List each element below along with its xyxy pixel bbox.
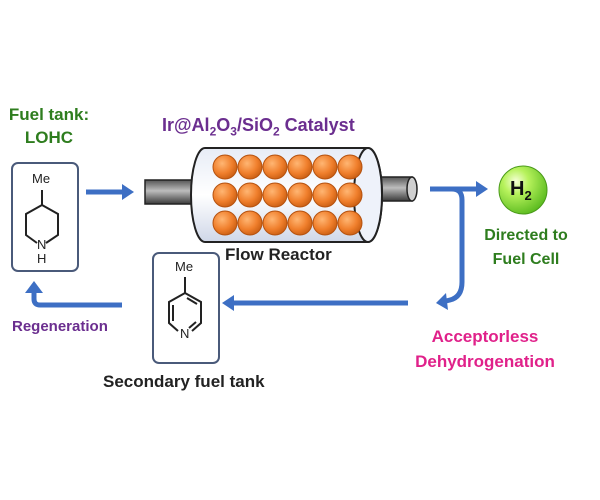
flow-reactor-label: Flow Reactor <box>225 245 332 264</box>
h2-sub: 2 <box>524 188 532 203</box>
catalyst-mid1: O <box>216 115 231 135</box>
catalyst-bead <box>337 210 363 236</box>
regeneration-label: Regeneration <box>12 318 108 335</box>
catalyst-sub3: 2 <box>272 124 280 139</box>
fuel-tank-line1: Fuel tank: <box>8 105 90 124</box>
return-arrow <box>222 295 408 311</box>
directed-label: Directed to Fuel Cell <box>470 228 582 268</box>
flow-reactor <box>144 147 418 243</box>
catalyst-sub1: 2 <box>209 124 217 139</box>
secondary-tank-label: Secondary fuel tank <box>103 372 265 391</box>
catalyst-beads <box>212 154 363 236</box>
regeneration-arrow <box>25 281 122 308</box>
acceptorless-line2: Dehydrogenation <box>415 352 555 371</box>
catalyst-sub2: 3 <box>230 124 237 139</box>
catalyst-bead <box>212 182 238 208</box>
catalyst-bead <box>237 154 263 180</box>
catalyst-bead <box>212 154 238 180</box>
piperidine-molecule <box>11 162 79 272</box>
catalyst-title: Ir@Al2O3/SiO2 Catalyst <box>162 116 355 138</box>
catalyst-bead <box>287 182 313 208</box>
catalyst-bead <box>312 210 338 236</box>
catalyst-bead <box>262 182 288 208</box>
catalyst-bead <box>312 182 338 208</box>
feed-arrow <box>86 184 134 200</box>
acceptorless-line1: Acceptorless <box>431 327 539 346</box>
h2-label: H2 <box>510 179 532 202</box>
catalyst-bead <box>262 154 288 180</box>
pyridine-n-label: N <box>180 326 190 341</box>
pyridine-molecule <box>152 252 220 364</box>
catalyst-bead <box>287 154 313 180</box>
catalyst-bead <box>337 154 363 180</box>
directed-line2: Fuel Cell <box>492 251 560 268</box>
piperidine-n-label: N <box>37 237 47 252</box>
catalyst-bead <box>262 210 288 236</box>
fuel-tank-line2: LOHC <box>24 128 74 147</box>
catalyst-bead <box>212 210 238 236</box>
outlet-arrows <box>430 181 488 310</box>
catalyst-bead <box>237 182 263 208</box>
catalyst-bead <box>337 182 363 208</box>
acceptorless-label: Acceptorless Dehydrogenation <box>400 328 570 370</box>
fuel-tank-title: Fuel tank: LOHC <box>4 106 94 146</box>
catalyst-mid2: /SiO <box>236 115 273 135</box>
catalyst-prefix: Ir@Al <box>162 115 210 135</box>
directed-line1: Directed to <box>484 227 568 244</box>
h2-sphere <box>498 165 548 215</box>
catalyst-suffix: Catalyst <box>279 115 355 135</box>
piperidine-me-label: Me <box>32 171 51 186</box>
h2-main: H <box>510 178 525 200</box>
piperidine-h-label: H <box>37 251 47 266</box>
catalyst-bead <box>237 210 263 236</box>
pyridine-me-label: Me <box>175 259 194 274</box>
catalyst-bead <box>287 210 313 236</box>
catalyst-bead <box>312 154 338 180</box>
